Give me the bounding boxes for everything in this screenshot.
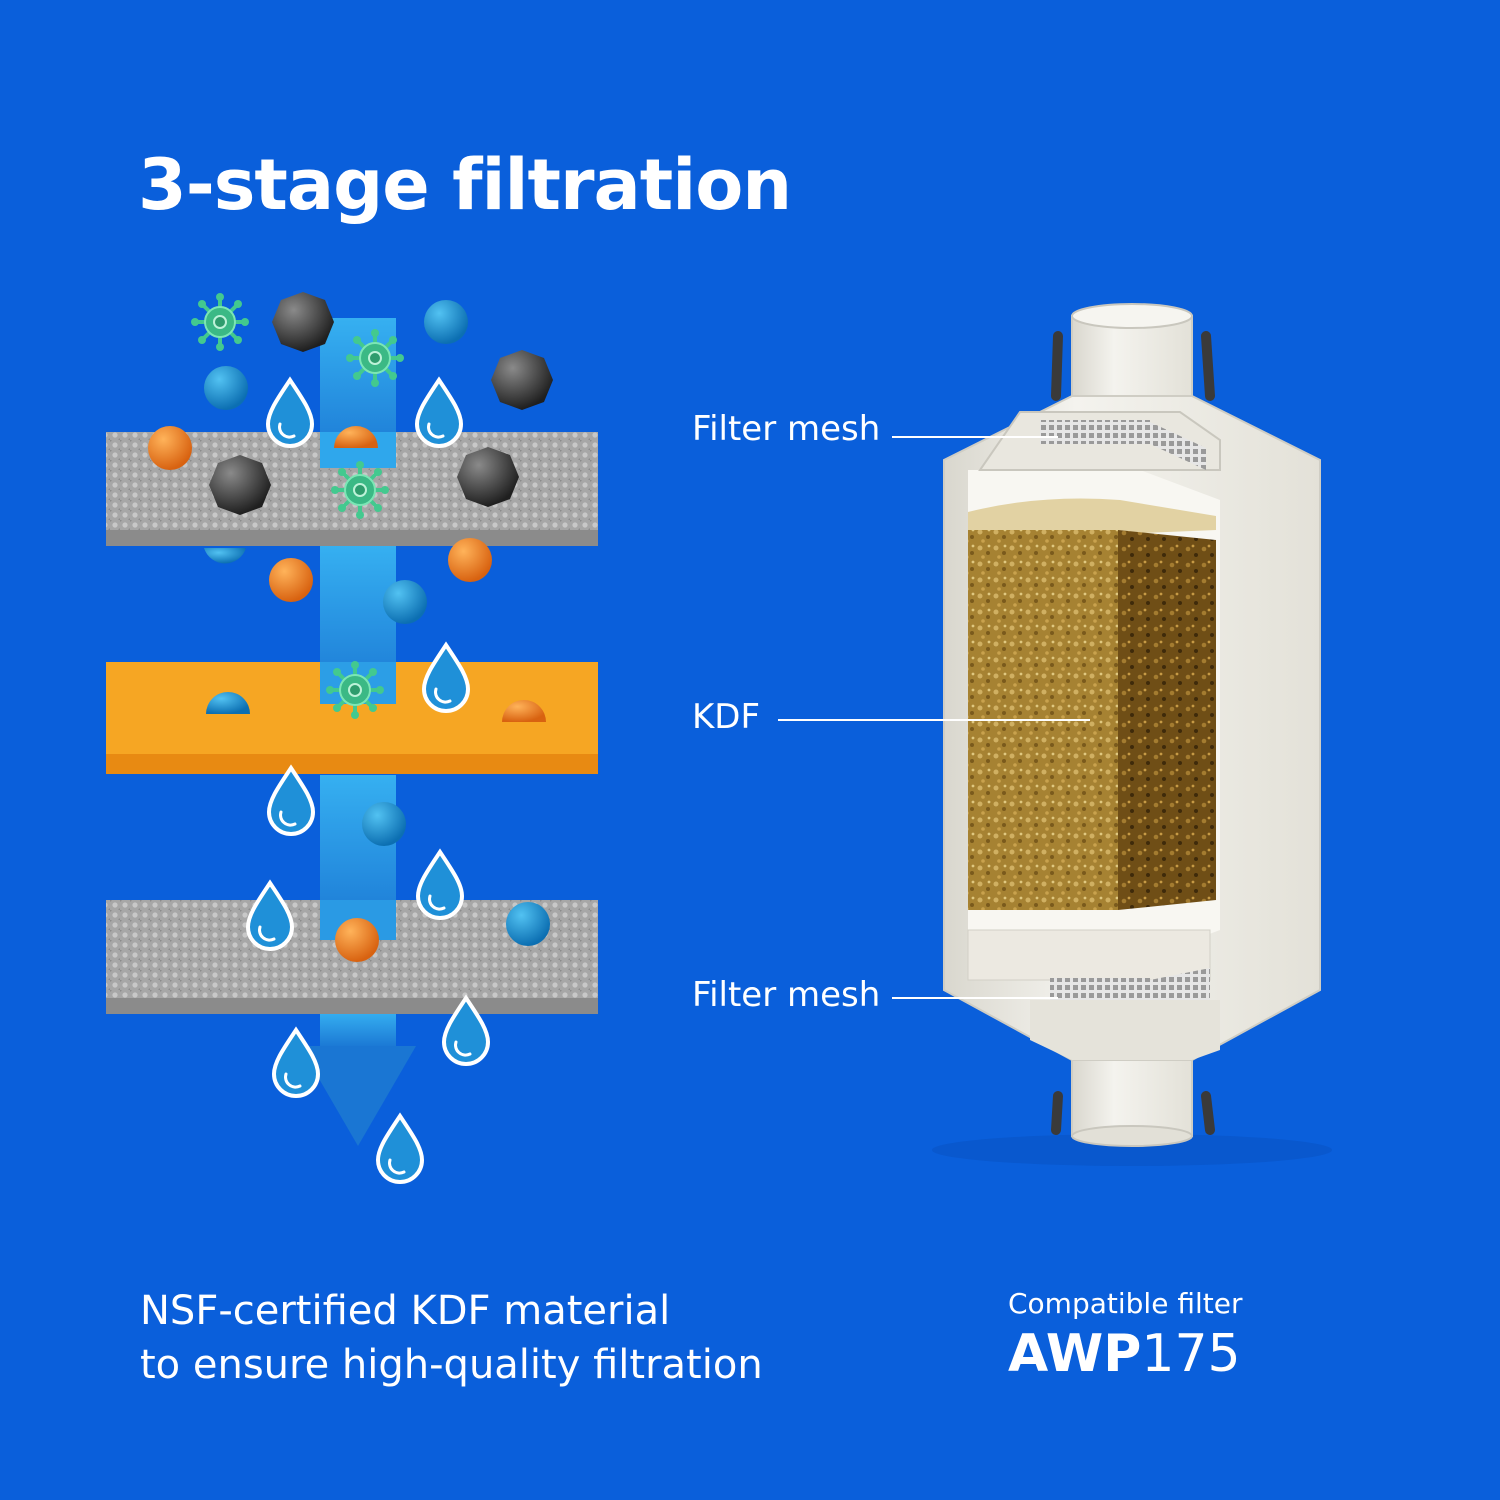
page-title: 3-stage filtration xyxy=(138,144,792,226)
compatible-filter: Compatible filter AWP175 xyxy=(1008,1287,1243,1381)
label-kdf: KDF xyxy=(692,697,761,737)
tagline-line-1: NSF-certified KDF material xyxy=(140,1288,671,1334)
compatible-caption: Compatible filter xyxy=(1008,1287,1243,1320)
label-filter-mesh-bottom: Filter mesh xyxy=(692,975,881,1015)
tagline-line-2: to ensure high-quality filtration xyxy=(140,1342,763,1388)
contaminant-particles xyxy=(148,291,553,1184)
callout-lines xyxy=(778,436,1090,999)
filter-cartridge xyxy=(932,303,1332,1166)
tagline: NSF-certified KDF material to ensure hig… xyxy=(140,1284,763,1392)
model-prefix: AWP xyxy=(1008,1324,1142,1384)
model-number: 175 xyxy=(1141,1324,1241,1384)
compatible-model: AWP175 xyxy=(1008,1328,1242,1380)
label-filter-mesh-top: Filter mesh xyxy=(692,409,881,449)
